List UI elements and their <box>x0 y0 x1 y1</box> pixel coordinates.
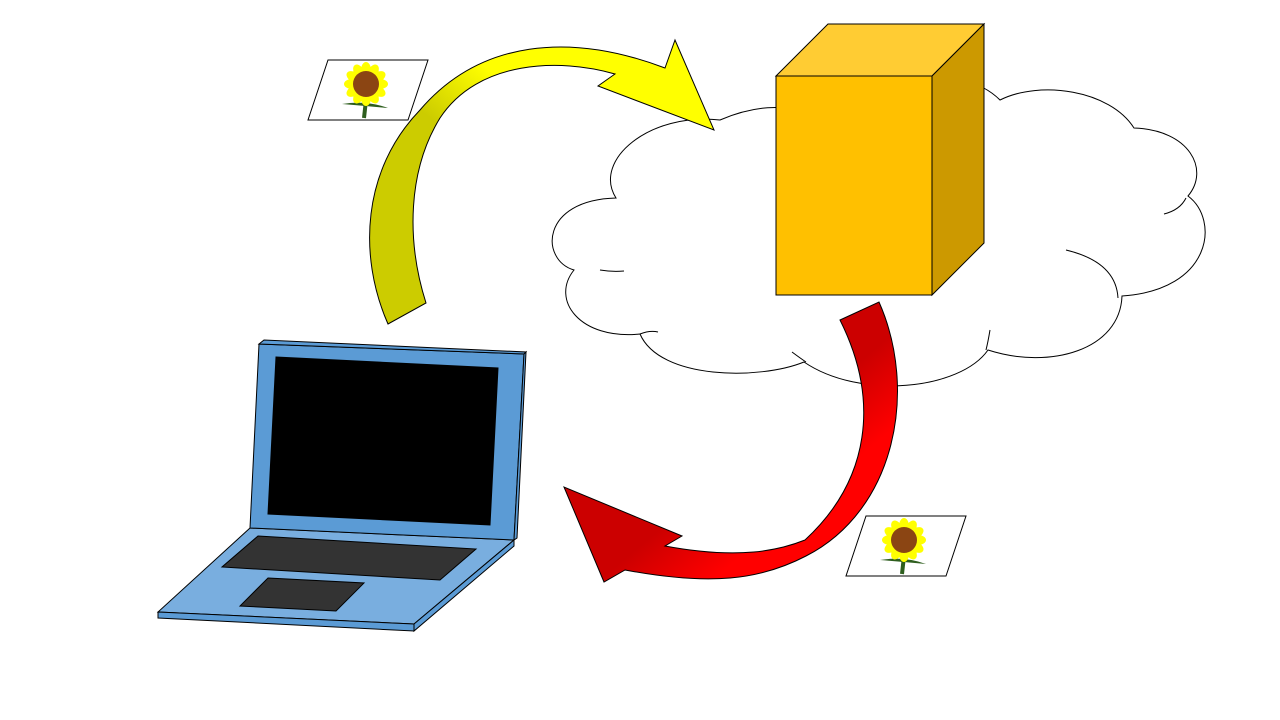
photo-download-thumbnail <box>846 516 966 576</box>
photo-upload-thumbnail <box>308 60 428 120</box>
laptop-screen <box>268 357 498 525</box>
server-node <box>776 24 984 295</box>
server-front-face <box>776 76 932 295</box>
laptop-node <box>158 340 526 631</box>
